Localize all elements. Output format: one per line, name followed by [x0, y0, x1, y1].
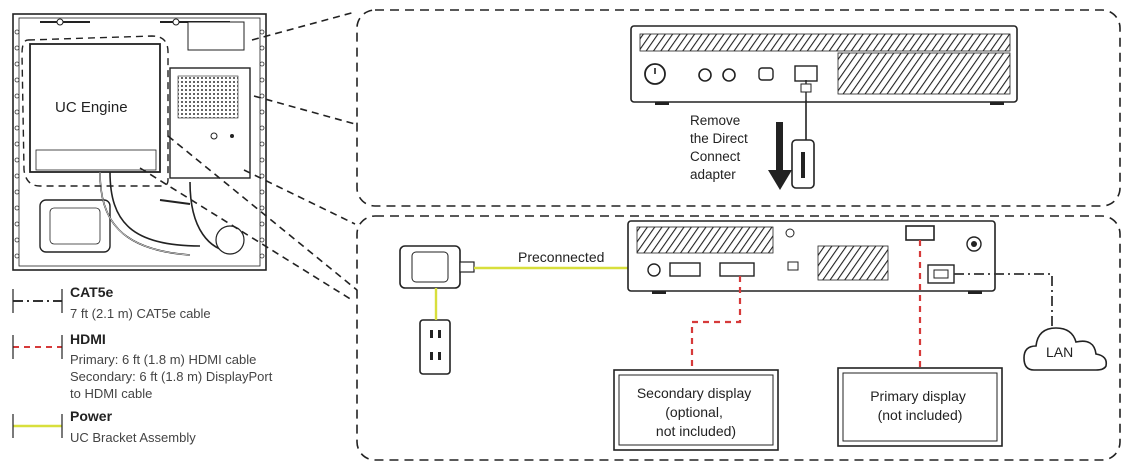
power-outlet [419, 319, 451, 375]
legend-item-cat5e: CAT5e 7 ft (2.1 m) CAT5e cable [12, 284, 211, 321]
legend-item-hdmi: HDMI Primary: 6 ft (1.8 m) HDMI cable Se… [12, 331, 273, 401]
pc-front-view [630, 25, 1018, 105]
secondary-display-label: Secondary display (optional, not include… [637, 385, 755, 439]
legend-desc-cat5e: 7 ft (2.1 m) CAT5e cable [70, 306, 211, 321]
legend-desc-hdmi-1: Primary: 6 ft (1.8 m) HDMI cable [70, 352, 256, 367]
power-brick [399, 245, 475, 289]
direct-connect-adapter [791, 80, 815, 189]
legend-desc-hdmi-3: to HDMI cable [70, 386, 152, 401]
remove-arrow [768, 122, 792, 190]
legend-item-power: Power UC Bracket Assembly [12, 408, 196, 445]
remove-adapter-label: Remove the Direct Connect adapter [690, 113, 752, 182]
bottom-detail-panel [356, 215, 1121, 461]
primary-display-label: Primary display (not included) [870, 388, 970, 423]
secondary-display-box [613, 369, 779, 451]
secondary-hdmi-cable [690, 276, 742, 370]
legend-desc-power: UC Bracket Assembly [70, 430, 196, 445]
preconnected-label: Preconnected [518, 249, 604, 265]
lan-cable [954, 273, 1053, 344]
legend-title-cat5e: CAT5e [70, 284, 114, 300]
primary-display-box [837, 367, 1003, 447]
legend: CAT5e 7 ft (2.1 m) CAT5e cable HDMI Prim… [12, 284, 273, 445]
lan-label: LAN [1046, 344, 1073, 360]
legend-title-hdmi: HDMI [70, 331, 106, 347]
legend-title-power: Power [70, 408, 113, 424]
uc-engine-label: UC Engine [55, 99, 128, 116]
bracket-assembly-illustration: UC Engine [12, 13, 267, 271]
pc-rear-view [627, 220, 996, 294]
zoom-lines [139, 11, 358, 301]
top-detail-panel [356, 9, 1121, 207]
lan-cloud-icon [1023, 327, 1108, 371]
legend-desc-hdmi-2: Secondary: 6 ft (1.8 m) DisplayPort [70, 369, 273, 384]
